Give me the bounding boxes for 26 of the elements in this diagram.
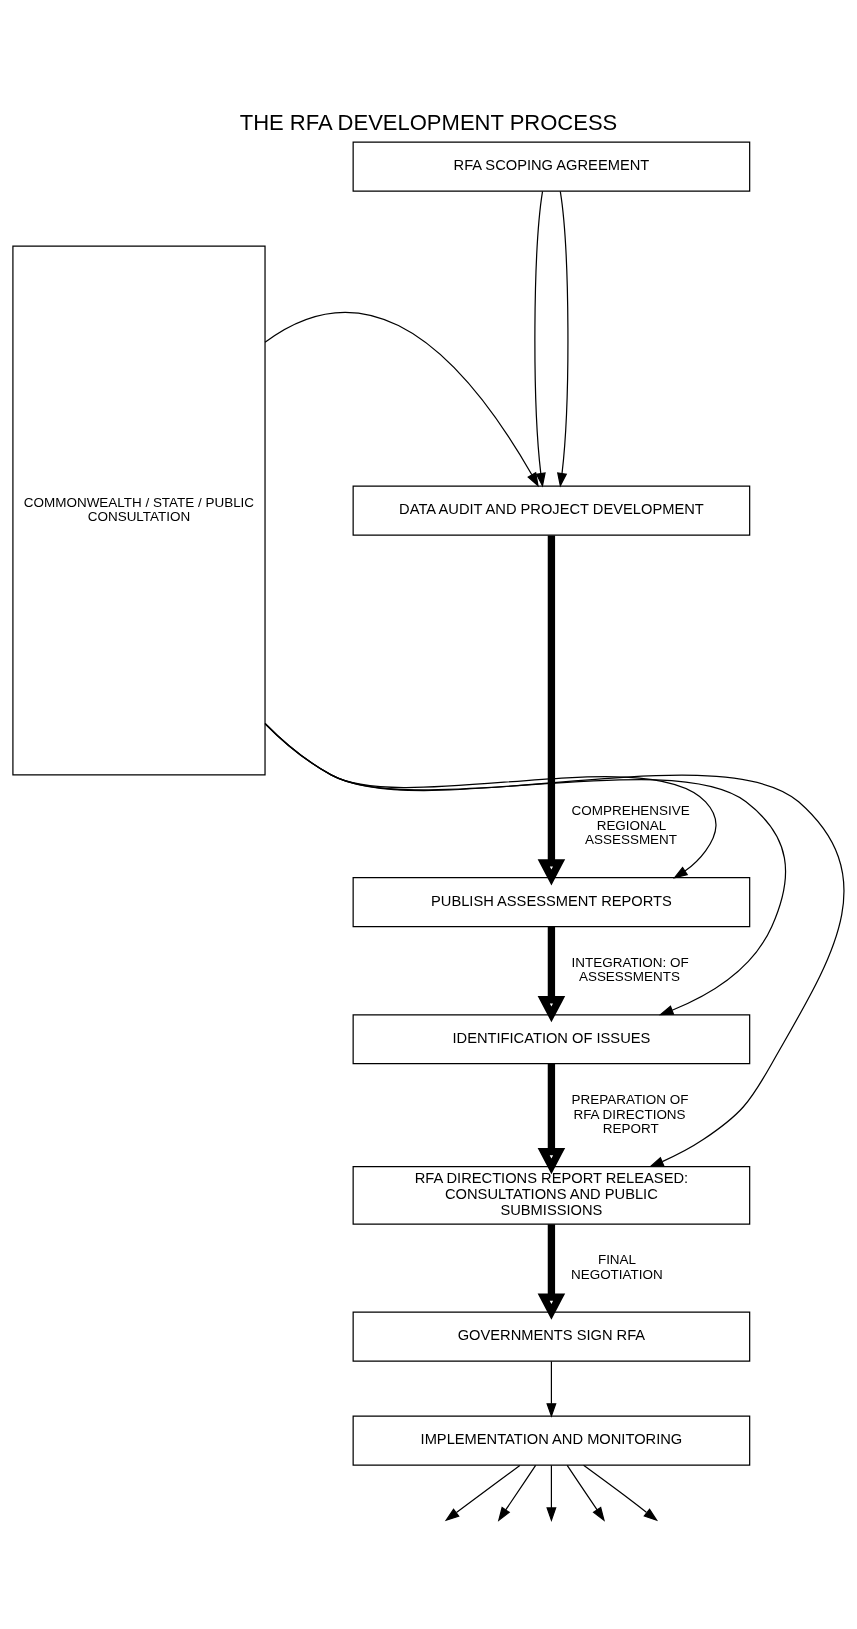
edge-label: PREPARATION OF RFA DIRECTIONS REPORT: [571, 1091, 689, 1137]
arrow: [546, 1360, 557, 1418]
arrow: [566, 1464, 605, 1522]
arrow: [444, 1464, 521, 1522]
node-box: COMMONWEALTH / STATE / PUBLIC CONSULTATION: [12, 245, 266, 776]
arrow: [557, 190, 569, 488]
node-box: GOVERNMENTS SIGN RFA: [352, 1311, 751, 1362]
arrow: [497, 1464, 537, 1522]
diagram-title: THE RFA DEVELOPMENT PROCESS: [239, 110, 618, 136]
arrow: [264, 312, 539, 488]
node-box: IMPLEMENTATION AND MONITORING: [352, 1415, 751, 1466]
node-box: PUBLISH ASSESSMENT REPORTS: [352, 877, 751, 928]
edge-label: FINAL NEGOTIATION: [570, 1252, 663, 1282]
node-box: IDENTIFICATION OF ISSUES: [352, 1014, 751, 1065]
arrow: [264, 723, 845, 1168]
node-box: DATA AUDIT AND PROJECT DEVELOPMENT: [352, 485, 751, 536]
arrow: [537, 1063, 566, 1175]
arrow: [537, 926, 566, 1023]
arrow: [534, 190, 546, 488]
arrow: [583, 1464, 659, 1522]
node-box: RFA SCOPING AGREEMENT: [352, 141, 751, 192]
node-box: RFA DIRECTIONS REPORT RELEASED: CONSULTATIONS AND PUBLIC SUBMISSIONS: [352, 1165, 751, 1225]
edge-label: COMPREHENSIVE REGIONAL ASSESSMENT: [571, 803, 690, 848]
arrow: [264, 722, 787, 1016]
edge-label: INTEGRATION: OF ASSESSMENTS: [571, 954, 689, 985]
arrow: [546, 1464, 557, 1522]
